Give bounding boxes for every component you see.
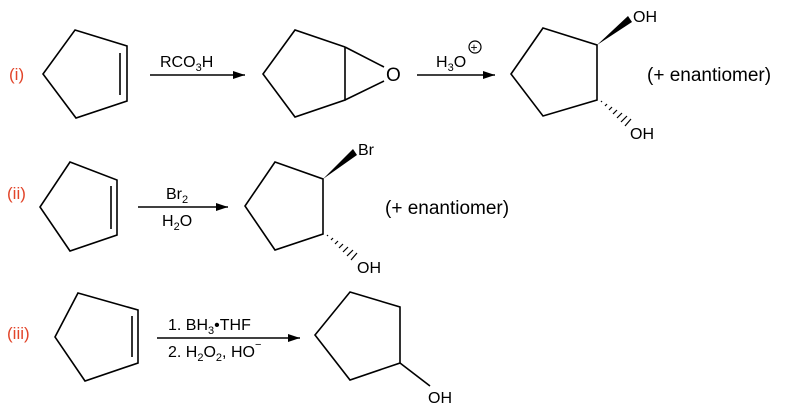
cyclopentene [42,29,128,119]
reagent-label: Br2 [166,186,188,206]
hash-bond [600,100,632,127]
bromine-atom: Br [358,142,375,159]
reagent-label: RCO3H [160,54,213,74]
reaction-i: (i) RCO3H O H3O + [9,9,771,143]
hydroxyl-group: OH [357,260,381,277]
cyclopentene [39,161,118,252]
trans-diol: OH OH [510,9,657,143]
bromohydrin: Br OH [244,142,381,277]
reaction-arrow: H3O + [417,40,495,79]
reaction-arrow: 1. BH3•THF 2. H2O2, HO− [157,317,300,364]
reaction-label: (i) [9,65,24,84]
enantiomer-note: (+ enantiomer) [647,65,771,86]
hydroxyl-group: OH [630,126,654,143]
reaction-ii: (ii) Br2 H2O Br OH (+ enantiomer) [7,142,509,277]
epoxide: O [262,29,401,118]
reaction-arrow: Br2 H2O [138,186,228,233]
enantiomer-note: (+ enantiomer) [385,198,509,219]
hash-bond [326,234,358,261]
hydroxyl-group: OH [428,390,452,407]
reaction-label: (ii) [7,184,26,203]
oxygen-atom: O [386,65,401,86]
positive-charge-icon [468,40,482,54]
cyclopentene [54,292,139,382]
solvent-label: H2O [162,213,192,233]
wedge-bond [323,149,357,179]
step-1-label: 1. BH3•THF [168,317,251,337]
wedge-bond [597,16,632,45]
reaction-label: (iii) [7,324,30,343]
charge-sign: + [471,41,478,55]
reaction-iii: (iii) 1. BH3•THF 2. H2O2, HO− OH [7,291,452,407]
step-2-label: 2. H2O2, HO− [168,339,261,364]
reaction-arrow: RCO3H [150,54,245,79]
reagent-label: H3O [436,54,466,74]
hydroxyl-group: OH [633,9,657,26]
cyclopentanol: OH [313,291,452,407]
